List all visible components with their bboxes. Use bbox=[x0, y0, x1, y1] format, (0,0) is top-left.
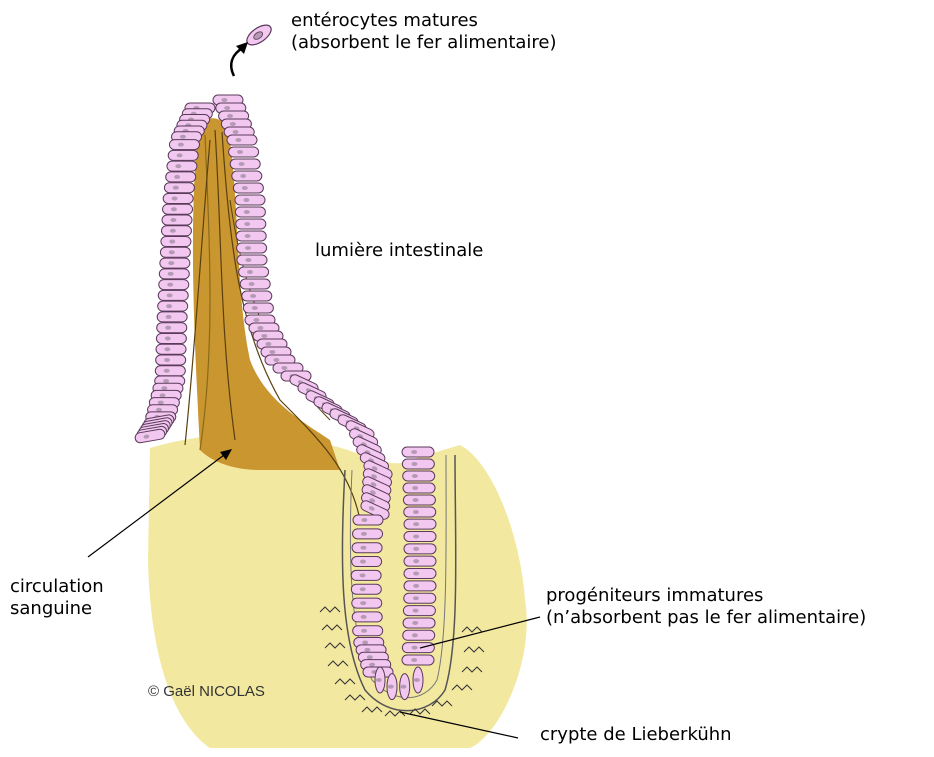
epithelial-cell bbox=[403, 618, 435, 628]
label-progenitors: progéniteurs immatures (n’absorbent pas … bbox=[546, 585, 866, 629]
lamina-propria bbox=[148, 434, 527, 748]
epithelial-cell bbox=[159, 269, 189, 279]
epithelial-cell bbox=[404, 531, 436, 541]
epithelial-cell bbox=[243, 303, 273, 313]
epithelial-cell bbox=[352, 543, 382, 553]
epithelial-cell bbox=[232, 171, 262, 181]
epithelial-cell bbox=[169, 140, 199, 150]
epithelial-cell bbox=[403, 630, 435, 640]
epithelial-cell bbox=[403, 606, 435, 616]
label-lumen: lumière intestinale bbox=[315, 240, 483, 262]
epithelial-cell bbox=[400, 674, 410, 700]
label-mature-line2: (absorbent le fer alimentaire) bbox=[291, 32, 557, 54]
epithelial-cell bbox=[353, 626, 383, 636]
epithelial-cell bbox=[161, 237, 191, 247]
epithelial-cell bbox=[157, 323, 187, 333]
epithelial-cell bbox=[402, 643, 434, 653]
epithelial-cell bbox=[156, 333, 186, 343]
epithelial-cell bbox=[227, 135, 257, 145]
epithelial-cell bbox=[353, 515, 383, 525]
epithelial-cell bbox=[353, 529, 383, 539]
detached-enterocyte bbox=[244, 21, 275, 49]
epithelial-cell bbox=[352, 557, 382, 567]
epithelial-cell bbox=[237, 255, 267, 265]
epithelial-cell bbox=[233, 183, 263, 193]
epithelial-cell bbox=[387, 674, 397, 700]
epithelial-cell bbox=[155, 366, 185, 376]
epithelial-cell bbox=[156, 355, 186, 365]
epithelial-cell bbox=[236, 231, 266, 241]
epithelial-cell bbox=[351, 570, 381, 580]
epithelial-cell bbox=[235, 207, 265, 217]
epithelial-cell bbox=[163, 193, 193, 203]
epithelial-cell bbox=[404, 581, 436, 591]
epithelial-cell bbox=[404, 519, 436, 529]
label-progenitors-line2: (n’absorbent pas le fer alimentaire) bbox=[546, 607, 866, 629]
epithelial-cell bbox=[351, 584, 381, 594]
epithelial-cell bbox=[156, 344, 186, 354]
epithelial-cell bbox=[404, 544, 436, 554]
epithelial-cell bbox=[402, 447, 434, 457]
epithelial-cell bbox=[375, 667, 385, 693]
epithelial-cell bbox=[239, 267, 269, 277]
label-progenitors-line1: progéniteurs immatures bbox=[546, 585, 866, 607]
epithelial-cell bbox=[242, 291, 272, 301]
epithelial-cell bbox=[402, 655, 434, 665]
copyright-notice: © Gaël NICOLAS bbox=[148, 683, 265, 700]
epithelial-cell bbox=[166, 172, 196, 182]
epithelial-cell bbox=[403, 495, 435, 505]
epithelial-cell bbox=[159, 280, 189, 290]
epithelial-cell bbox=[352, 598, 382, 608]
epithelial-cell bbox=[158, 290, 188, 300]
epithelial-cell bbox=[403, 483, 435, 493]
epithelial-cell bbox=[237, 243, 267, 253]
epithelial-cell bbox=[160, 247, 190, 257]
epithelial-cell bbox=[158, 301, 188, 311]
epithelial-cell bbox=[352, 612, 382, 622]
label-circulation-line1: circulation bbox=[10, 576, 104, 598]
epithelial-cell bbox=[236, 219, 266, 229]
label-circulation-line2: sanguine bbox=[10, 598, 104, 620]
crypt-right-epithelium bbox=[402, 447, 436, 665]
epithelial-cell bbox=[157, 312, 187, 322]
label-crypt: crypte de Lieberkühn bbox=[540, 724, 732, 746]
label-mature-line1: entérocytes matures bbox=[291, 10, 557, 32]
epithelial-cell bbox=[235, 195, 265, 205]
epithelial-cell bbox=[167, 161, 197, 171]
epithelial-cell bbox=[230, 159, 260, 169]
epithelial-cell bbox=[240, 279, 270, 289]
label-circulation: circulation sanguine bbox=[10, 576, 104, 620]
epithelial-cell bbox=[168, 150, 198, 160]
epithelial-cell bbox=[404, 593, 436, 603]
epithelial-cell bbox=[161, 226, 191, 236]
label-mature-enterocytes: entérocytes matures (absorbent le fer al… bbox=[291, 10, 557, 54]
epithelial-cell bbox=[403, 471, 435, 481]
epithelial-cell bbox=[163, 204, 193, 214]
epithelial-cell bbox=[413, 667, 423, 693]
epithelial-cell bbox=[404, 556, 436, 566]
epithelial-cell bbox=[160, 258, 190, 268]
epithelial-cell bbox=[404, 569, 436, 579]
epithelial-cell bbox=[164, 183, 194, 193]
epithelial-cell bbox=[229, 147, 259, 157]
epithelial-cell bbox=[404, 507, 436, 517]
epithelial-cell bbox=[162, 215, 192, 225]
epithelial-cell bbox=[402, 459, 434, 469]
